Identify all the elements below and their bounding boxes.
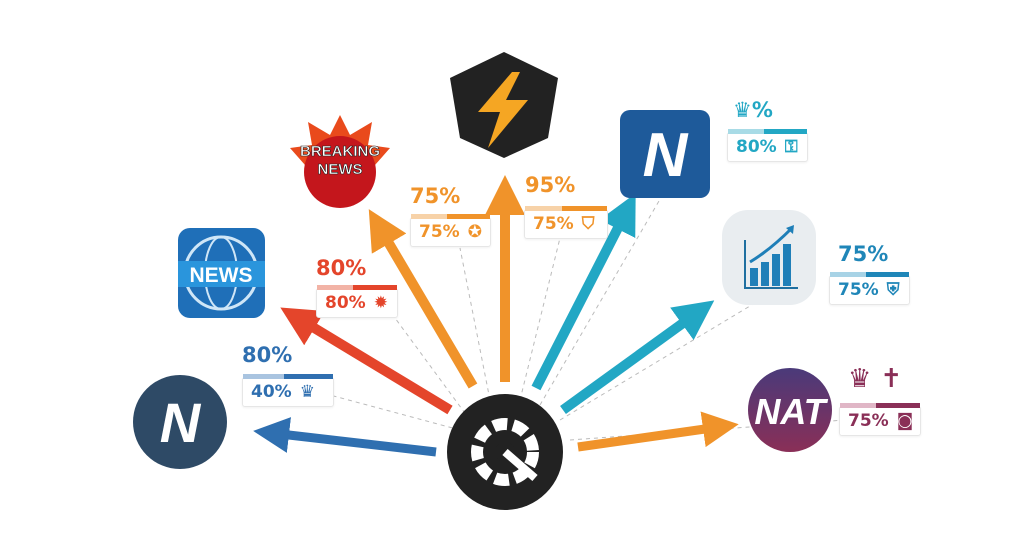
camera-icon: ◙ [896, 410, 914, 431]
news-globe-icon: NEWS [178, 228, 265, 318]
growth-chart-icon [722, 210, 816, 305]
shield-check-icon: ⛨ [886, 279, 900, 300]
arrow-red [280, 307, 453, 415]
stat-box-breaking-news: 75% ✪ [410, 214, 491, 247]
stat-box-n-square: 80% ⚿ [727, 129, 808, 162]
stat-box-nat: 75% ◙ [839, 403, 921, 436]
n-square-icon: N [620, 110, 710, 198]
shield-icon: ⛉ [581, 213, 595, 234]
crown-icon: ♛ [733, 98, 752, 122]
stat-box-lightning-shield: 75% ⛉ [524, 206, 608, 239]
headline-text: % [751, 98, 773, 122]
headline-n-circle: 80% [242, 343, 293, 367]
n-circle-icon: N [133, 375, 227, 469]
stat-box-news-globe: 80% ✹ [316, 285, 398, 318]
headline-n-square: ♛% [733, 98, 773, 122]
stat-box-growth-chart: 75% ⛨ [829, 272, 910, 305]
headline-breaking-news: 75% [410, 184, 461, 208]
svg-text:BREAKING: BREAKING [300, 143, 380, 160]
svg-text:N: N [643, 121, 689, 190]
arrow-cyan-right [560, 300, 715, 415]
cross-icon: ✝ [880, 364, 903, 394]
headline-nat-icons: ♛ ✝ [848, 364, 902, 394]
headline-growth-chart: 75% [838, 242, 889, 266]
stat-value: 75% [838, 280, 879, 300]
lightning-shield-icon [450, 52, 558, 158]
crown-icon: ♛ [299, 381, 315, 402]
nat-circle-icon: NAT [748, 368, 832, 452]
svg-text:NEWS: NEWS [190, 264, 253, 287]
svg-text:NEWS: NEWS [318, 161, 363, 178]
arrow-blue [253, 417, 437, 457]
hub-gear-icon [447, 394, 563, 510]
stat-value: 75% [419, 222, 460, 242]
stat-value: 80% [325, 293, 366, 313]
arrow-orange-right [577, 411, 739, 452]
stat-value: 75% [848, 411, 889, 431]
svg-text:N: N [160, 391, 202, 454]
stat-value: 75% [533, 214, 574, 234]
breaking-news-icon: BREAKING NEWS [290, 115, 390, 208]
svg-text:NAT: NAT [754, 391, 828, 432]
arrow-orange-left [368, 209, 478, 389]
arrow-cyan-up [531, 193, 636, 391]
headline-lightning-shield: 95% [525, 173, 576, 197]
key-icon: ⚿ [784, 136, 798, 157]
maple-leaf-icon: ✹ [373, 292, 388, 313]
headline-news-globe: 80% [316, 256, 367, 280]
crown-icon: ♛ [848, 364, 872, 394]
stat-value: 80% [736, 137, 777, 157]
stat-value: 40% [251, 382, 292, 402]
stat-box-n-circle: 40% ♛ [242, 374, 334, 407]
badge-icon: ✪ [467, 221, 482, 242]
